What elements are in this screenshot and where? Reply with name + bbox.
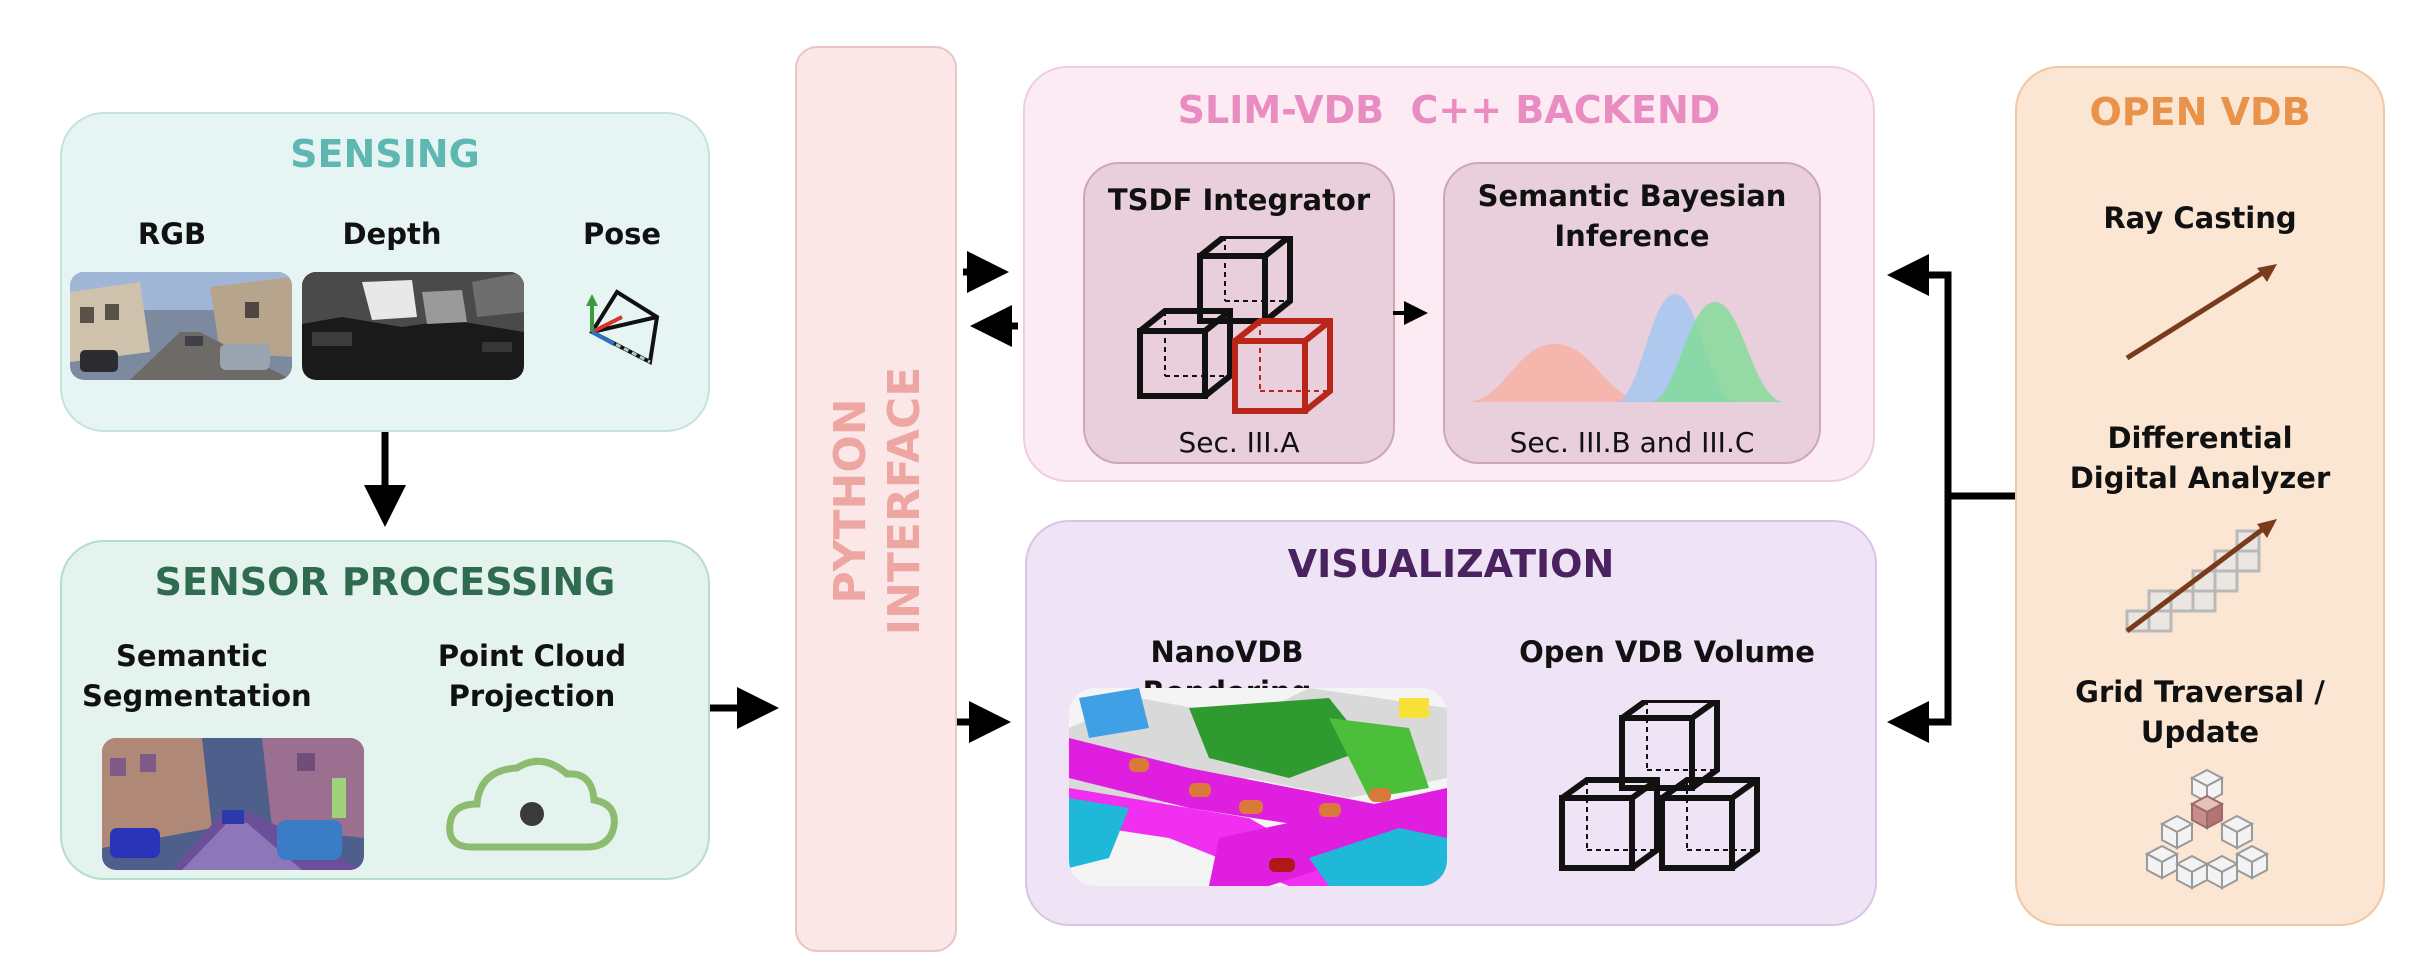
sensor-processing-title: SENSOR PROCESSING (154, 560, 616, 604)
openvdb-volume-cubes-icon (1557, 697, 1777, 890)
nanovdb-render-image (1069, 688, 1447, 886)
pose-label: Pose (582, 217, 662, 251)
dda-label-line2: Digital Analyzer (2069, 461, 2331, 495)
grid-traversal-label-line2: Update (2140, 715, 2260, 749)
openvdb-panel: OPEN VDB Ray Casting Differential Digita… (2015, 66, 2385, 926)
depth-label: Depth (342, 217, 442, 251)
dda-label-line1: Differential (2107, 421, 2293, 455)
openvdb-title: OPEN VDB (2089, 90, 2311, 134)
pose-frustum-icon (562, 272, 672, 372)
pointcloud-label-line1: Point Cloud (437, 639, 627, 673)
bayes-title-line1: Semantic Bayesian (1477, 179, 1787, 213)
semantic-bayesian-box: Semantic Bayesian Inference Sec. III.B a… (1443, 162, 1821, 464)
voxel-cubes-icon (1125, 233, 1365, 426)
pointcloud-label-line2: Projection (448, 679, 616, 713)
semantic-segmentation-image (102, 738, 364, 870)
backend-title: SLIM-VDB C++ BACKEND (1177, 88, 1721, 132)
bayes-title-line2: Inference (1554, 219, 1710, 253)
dda-staircase-icon (2117, 516, 2287, 636)
depth-image (302, 272, 524, 380)
grid-traversal-label-line1: Grid Traversal / (2075, 675, 2325, 709)
openvdb-bracket-line (1895, 271, 1952, 726)
sensor-processing-panel: SENSOR PROCESSING Semantic Segmentation … (60, 540, 710, 880)
backend-panel: SLIM-VDB C++ BACKEND TSDF Integrator (1023, 66, 1875, 482)
probability-distributions-icon (1465, 284, 1805, 404)
ray-casting-label: Ray Casting (2103, 201, 2297, 235)
semantic-seg-label-line2: Segmentation (82, 679, 312, 713)
semantic-seg-label-line1: Semantic (116, 639, 268, 673)
tsdf-caption: Sec. III.A (1178, 426, 1300, 459)
sensing-title: SENSING (290, 132, 480, 176)
tsdf-integrator-box: TSDF Integrator (1083, 162, 1395, 464)
ray-arrow-icon (2117, 258, 2287, 368)
point-cloud-icon (442, 742, 622, 862)
tsdf-title: TSDF Integrator (1107, 183, 1371, 217)
visualization-title: VISUALIZATION (1287, 542, 1615, 586)
rgb-label: RGB (137, 217, 207, 251)
visualization-panel: VISUALIZATION NanoVDB Rendering Open VDB… (1025, 520, 1877, 926)
bayes-caption: Sec. III.B and III.C (1509, 426, 1755, 459)
rgb-image (70, 272, 292, 380)
voxel-grid-icon (2142, 768, 2272, 898)
python-interface-bar: PYTHON INTERFACE (795, 46, 957, 952)
openvdb-volume-label: Open VDB Volume (1519, 635, 1815, 669)
sensing-panel: SENSING RGB Depth Pose (60, 112, 710, 432)
